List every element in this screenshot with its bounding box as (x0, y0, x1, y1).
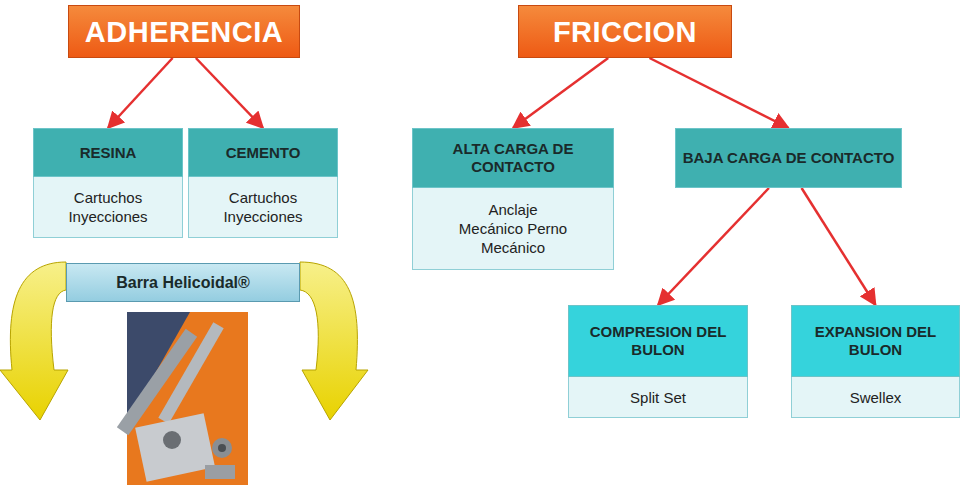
curved-arrow (300, 262, 368, 420)
arrow-connector (658, 188, 769, 305)
product-box: Barra Helicoidal® (66, 263, 300, 302)
box-heading: RESINA (33, 128, 183, 177)
box-heading: BAJA CARGA DE CONTACTO (675, 128, 902, 188)
method-box: ALTA CARGA DE CONTACTOAnclaje Mecánico P… (412, 128, 614, 270)
method-box: EXPANSION DEL BULONSwellex (791, 305, 960, 418)
box-body: Cartuchos Inyecciones (33, 177, 183, 238)
box-heading: CEMENTO (188, 128, 338, 177)
arrow-connector (802, 188, 876, 305)
arrow-connector (650, 58, 789, 128)
arrow-connector (196, 58, 263, 128)
method-box: CEMENTOCartuchos Inyecciones (188, 128, 338, 238)
method-box: BAJA CARGA DE CONTACTO (675, 128, 902, 188)
box-body: Cartuchos Inyecciones (188, 177, 338, 238)
box-body: Swellex (791, 377, 960, 418)
box-heading: FRICCION (518, 5, 732, 58)
method-box: RESINACartuchos Inyecciones (33, 128, 183, 238)
box-body: Anclaje Mecánico Perno Mecánico (412, 188, 614, 270)
box-body: Split Set (568, 377, 748, 418)
box-heading: ALTA CARGA DE CONTACTO (412, 128, 614, 188)
box-heading: COMPRESION DEL BULON (568, 305, 748, 377)
category-box: FRICCION (518, 5, 732, 58)
curved-arrow (0, 262, 68, 420)
bolt-photo (117, 312, 248, 485)
box-heading: ADHERENCIA (68, 5, 300, 58)
box-heading: Barra Helicoidal® (66, 263, 300, 302)
category-box: ADHERENCIA (68, 5, 300, 58)
arrow-connector (513, 58, 608, 128)
box-heading: EXPANSION DEL BULON (791, 305, 960, 377)
arrow-connector (108, 58, 173, 128)
method-box: COMPRESION DEL BULONSplit Set (568, 305, 748, 418)
